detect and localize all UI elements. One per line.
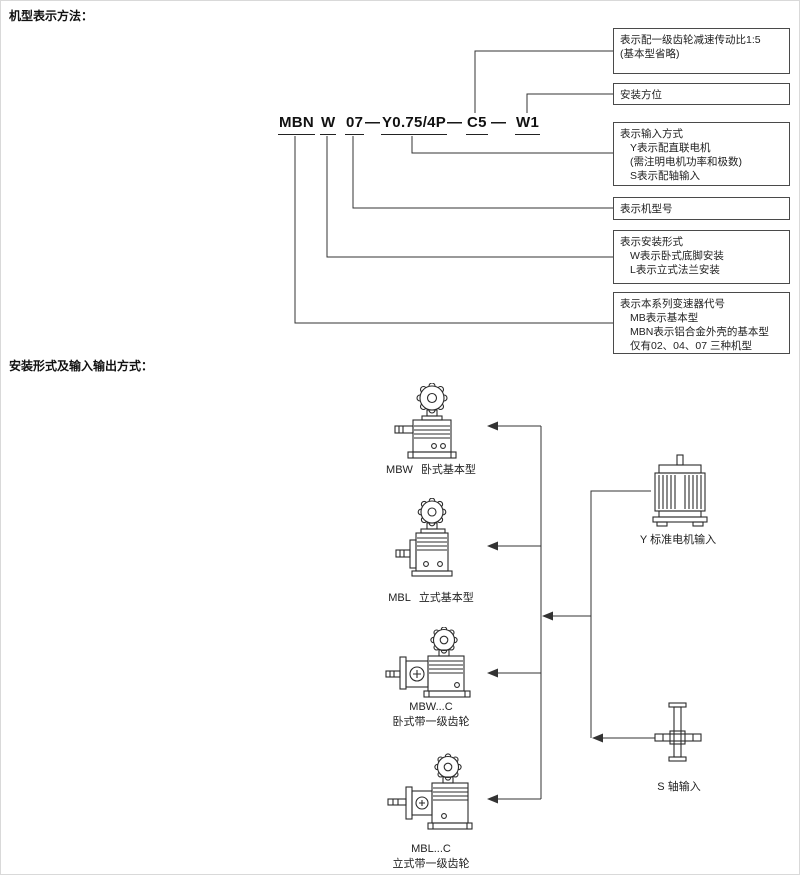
mblc-label: MBL...C 立式带一级齿轮 [371, 843, 491, 871]
callout-line: MBN表示铝合金外壳的基本型 [630, 326, 769, 338]
mbwc-label: MBW...C 卧式带一级齿轮 [371, 701, 491, 729]
callout-line: 表示配一级齿轮减速传动比1:5 [620, 34, 761, 46]
mbw-code: MBW [386, 464, 413, 476]
callout-line: W表示卧式底脚安装 [630, 250, 724, 262]
callout-line: L表示立式法兰安装 [630, 264, 720, 276]
arrow-shaft-to-main-icon [592, 733, 603, 743]
shaft-input-illustration [654, 702, 702, 762]
mbl-code: MBL [388, 592, 411, 604]
gearbox-body [395, 522, 453, 577]
callout-input: 表示输入方式 Y表示配直联电机 (需注明电机功率和极数) S表示配轴输入 [613, 122, 790, 186]
callout-line: MB表示基本型 [630, 312, 699, 324]
callout-series: 表示本系列变速器代号 MB表示基本型 MBN表示铝合金外壳的基本型 仅有02、0… [613, 292, 790, 354]
mbl-label: MBL 立式基本型 [371, 589, 491, 605]
callout-line: Y表示配直联电机 [630, 142, 711, 154]
motor-input-label: Y 标准电机输入 [639, 534, 717, 546]
code-ratio: C5 [466, 114, 488, 135]
installation-flow-lines [498, 425, 655, 800]
code-series: MBN [278, 114, 316, 135]
code-orientation: W1 [515, 114, 541, 135]
code-dash-3: — [491, 114, 506, 131]
mbwc-code: MBW...C [409, 701, 453, 713]
mblc-illustration [387, 753, 473, 830]
callout-line: 仅有02、04、07 三种机型 [630, 340, 752, 352]
arrow-to-mbw-icon [487, 421, 498, 431]
gearbox-body [385, 649, 471, 698]
callout-leader-lines [294, 50, 613, 324]
motor-body [652, 454, 708, 527]
callout-line: 表示输入方式 [620, 128, 683, 140]
mbw-illustration [394, 383, 457, 459]
callout-line: (基本型省略) [620, 48, 680, 60]
motor-illustration [652, 454, 708, 527]
arrow-to-mbwc-icon [487, 668, 498, 678]
callout-line: 表示机型号 [620, 203, 673, 215]
mbwc-illustration [385, 627, 471, 698]
mblc-code: MBL...C [411, 843, 451, 855]
mbwc-desc: 卧式带一级齿轮 [392, 716, 470, 728]
callout-line: S表示配轴输入 [630, 170, 701, 182]
mbw-label: MBW 卧式基本型 [371, 461, 491, 477]
callout-line: 安装方位 [620, 89, 662, 101]
flow-arrowheads [487, 421, 603, 804]
callout-line: 表示本系列变速器代号 [620, 298, 725, 310]
model-method-title: 机型表示方法： [9, 9, 94, 23]
callout-ratio: 表示配一级齿轮减速传动比1:5 (基本型省略) [613, 28, 790, 74]
code-dash-2: — [447, 114, 462, 131]
code-dash-1: — [365, 114, 380, 131]
mbl-desc: 立式基本型 [418, 592, 474, 604]
code-input: Y0.75/4P [381, 114, 448, 135]
callout-orientation: 安装方位 [613, 83, 790, 105]
arrow-motor-to-main-icon [542, 611, 553, 621]
mblc-desc: 立式带一级齿轮 [392, 858, 470, 870]
gearbox-body [387, 776, 473, 830]
handwheel-icon [430, 627, 458, 654]
callout-line: (需注明电机功率和极数) [630, 156, 742, 168]
callout-line: 表示安装形式 [620, 236, 683, 248]
shaft-flange [654, 702, 702, 762]
mbw-desc: 卧式基本型 [420, 464, 476, 476]
installation-title: 安装形式及输入输出方式： [9, 359, 154, 373]
callout-size: 表示机型号 [613, 197, 790, 220]
code-size: 07 [345, 114, 365, 135]
handwheel-icon [417, 498, 447, 527]
arrow-to-mbl-icon [487, 541, 498, 551]
handwheel-icon [434, 753, 462, 781]
gearbox-body [394, 409, 457, 459]
arrow-to-mblc-icon [487, 794, 498, 804]
callout-mount: 表示安装形式 W表示卧式底脚安装 L表示立式法兰安装 [613, 230, 790, 284]
code-mount: W [320, 114, 337, 135]
shaft-input-label: S 轴输入 [657, 781, 701, 793]
handwheel-icon [416, 383, 448, 414]
mbl-illustration [395, 498, 453, 577]
